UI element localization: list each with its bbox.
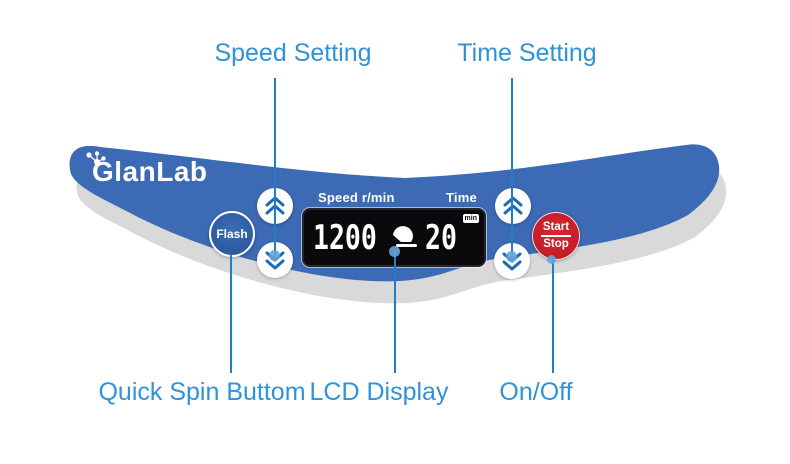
- molecule-icon: [86, 151, 106, 166]
- speed-units-label: Speed r/min: [318, 190, 395, 205]
- on-off-label: On/Off: [499, 378, 573, 406]
- time-callout-dot: [506, 251, 517, 262]
- quick-spin-callout-line: [230, 254, 232, 373]
- on-off-callout-dot: [547, 255, 556, 264]
- double-chevron-up-icon: [503, 196, 523, 215]
- speed-callout-dot: [269, 250, 280, 261]
- start-stop-button[interactable]: Start Stop: [532, 212, 580, 260]
- time-units-label: Time: [446, 190, 477, 205]
- speed-setting-callout-line: [274, 78, 276, 257]
- time-increase-button[interactable]: [495, 188, 531, 224]
- on-off-callout-line: [552, 258, 554, 373]
- flash-button-label: Flash: [216, 227, 248, 241]
- speed-readout: 1200: [313, 218, 377, 258]
- start-label: Start: [542, 221, 570, 234]
- lcd-callout-dot: [389, 246, 400, 257]
- lcd-display-label: LCD Display: [309, 378, 449, 406]
- minutes-unit-badge: min: [462, 214, 479, 223]
- start-stop-divider: [541, 235, 571, 237]
- flash-button[interactable]: Flash: [209, 211, 255, 257]
- time-readout: 20: [425, 218, 457, 258]
- time-setting-label: Time Setting: [457, 39, 597, 67]
- stop-label: Stop: [543, 238, 569, 251]
- quick-spin-button-label: Quick Spin Buttom: [98, 378, 306, 406]
- lcd-display-callout-line: [394, 251, 396, 373]
- time-setting-callout-line: [511, 78, 513, 258]
- brand-logo: GlanLab: [86, 151, 208, 188]
- rotor-icon: [393, 226, 417, 247]
- speed-setting-label: Speed Setting: [214, 39, 372, 67]
- brand-name: GlanLab: [92, 156, 208, 187]
